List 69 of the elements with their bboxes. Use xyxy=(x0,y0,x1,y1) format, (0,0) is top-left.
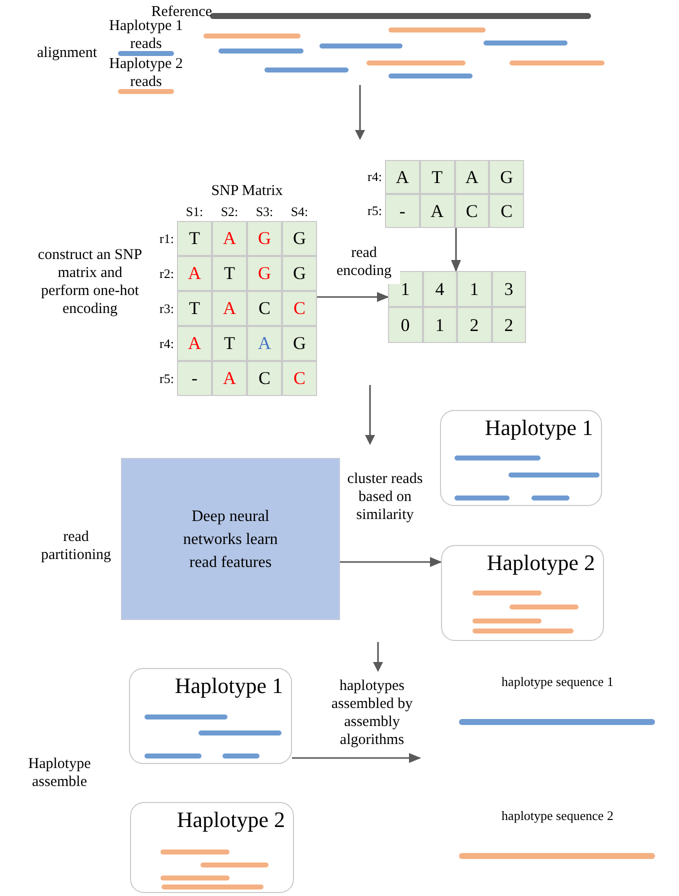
column-label: S4: xyxy=(290,204,310,219)
matrix-cell: G xyxy=(489,160,524,194)
encoding-cell: 4 xyxy=(422,271,457,307)
matrix-cell: T xyxy=(177,221,212,256)
legend-text: Haplotype 1 reads xyxy=(108,17,184,53)
cluster-title: Haplotype 1 xyxy=(174,673,283,700)
label-text: alignment xyxy=(36,44,97,62)
cluster-title: Haplotype 2 xyxy=(176,807,285,834)
matrix-cell: G xyxy=(282,256,317,291)
cluster-box xyxy=(440,410,602,506)
matrix-cell: G xyxy=(247,221,282,256)
matrix-cell: C xyxy=(282,361,317,396)
column-label: S2: xyxy=(220,204,240,219)
matrix-cell: A xyxy=(385,160,420,194)
matrix-cell: A xyxy=(212,221,247,256)
row-label: r5: xyxy=(158,370,175,388)
arrow xyxy=(340,557,442,567)
encoding-cell: 0 xyxy=(388,307,422,343)
row-label: r3: xyxy=(158,300,175,318)
matrix-cell: G xyxy=(247,256,282,291)
cluster-box xyxy=(130,802,294,893)
matrix-cell: A xyxy=(212,361,247,396)
table-title: SNP Matrix xyxy=(210,182,284,201)
matrix-cell: T xyxy=(212,256,247,291)
matrix-cell: A xyxy=(212,291,247,326)
encoding-cell: 2 xyxy=(492,307,526,343)
matrix-cell: A xyxy=(247,326,282,361)
encoding-cell: 3 xyxy=(492,271,526,307)
matrix-cell: - xyxy=(385,194,420,228)
stage-label: Haplotype assemble xyxy=(27,755,92,792)
row-label: r5: xyxy=(366,202,383,220)
encoding-cell: 2 xyxy=(457,307,492,343)
arrow xyxy=(317,292,389,302)
arrow xyxy=(292,753,421,763)
row-label: r2: xyxy=(158,264,175,282)
matrix-cell: A xyxy=(420,194,454,228)
matrix-cell: T xyxy=(420,160,454,194)
matrix-cell: A xyxy=(177,326,212,361)
cluster-title: Haplotype 2 xyxy=(486,550,595,577)
row-label: r4: xyxy=(366,168,383,186)
matrix-cell: G xyxy=(282,326,317,361)
matrix-cell: A xyxy=(454,160,490,194)
column-label: S3: xyxy=(254,204,274,219)
cluster-box xyxy=(441,545,604,641)
matrix-cell: G xyxy=(282,221,317,256)
row-label: r4: xyxy=(158,334,175,352)
arrow xyxy=(451,228,461,272)
matrix-cell: T xyxy=(212,326,247,361)
process-box: Deep neural networks learn read features xyxy=(121,458,340,620)
encoding-cell: 1 xyxy=(457,271,492,307)
matrix-cell: - xyxy=(177,361,212,396)
sequence-label: haplotype sequence 1 xyxy=(500,673,614,691)
sequence-label: haplotype sequence 2 xyxy=(500,807,614,825)
cluster-box xyxy=(129,668,292,764)
label-text: Reference xyxy=(151,3,212,20)
encoding-cell: 1 xyxy=(422,307,457,343)
row-label: r1: xyxy=(158,230,175,248)
matrix-cell: T xyxy=(177,291,212,326)
stage-label: construct an SNP matrix and perform one-hot encoding xyxy=(36,246,144,319)
matrix-cell: C xyxy=(247,291,282,326)
matrix-cell: A xyxy=(177,256,212,291)
column-label: S1: xyxy=(184,204,204,219)
matrix-cell: C xyxy=(489,194,524,228)
matrix-cell: C xyxy=(454,194,490,228)
legend-text: Haplotype 2 reads xyxy=(108,55,184,91)
matrix-cell: C xyxy=(247,361,282,396)
cluster-title: Haplotype 1 xyxy=(484,415,593,442)
matrix-cell: C xyxy=(282,291,317,326)
stage-label: read partitioning xyxy=(40,528,112,565)
